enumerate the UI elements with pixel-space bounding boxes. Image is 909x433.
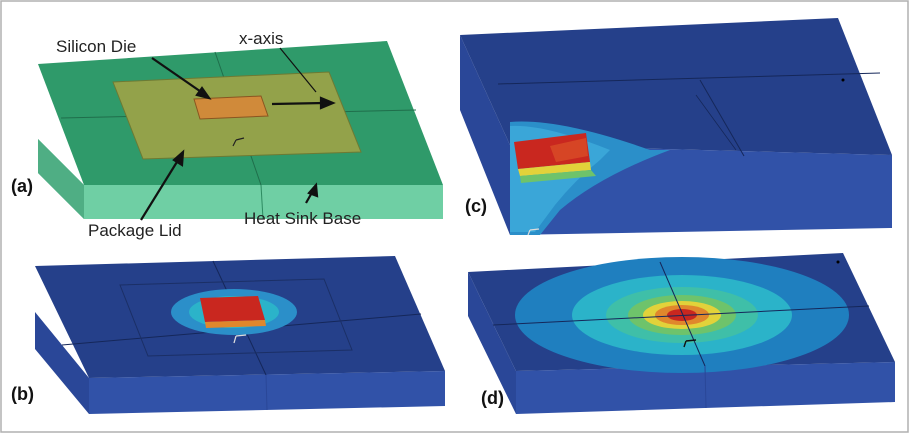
label-x-axis: x-axis <box>239 29 283 48</box>
label-package-lid: Package Lid <box>88 221 182 240</box>
die-edge <box>518 162 591 176</box>
axis-triad-icon <box>527 228 540 236</box>
marker-dot <box>836 260 840 264</box>
panel-tag-c: (c) <box>465 196 487 216</box>
arrowhead <box>172 149 185 167</box>
base-left-side <box>460 35 510 235</box>
panel-c: (c) <box>460 18 892 236</box>
silicon-die <box>193 95 269 120</box>
axis-triad-icon <box>233 334 247 344</box>
label-silicon-die: Silicon Die <box>56 37 136 56</box>
annotation-arrows <box>140 47 336 221</box>
axis-triad-icon <box>232 137 245 147</box>
base-left-side <box>35 312 89 414</box>
lid-outline <box>119 278 353 357</box>
die-glow <box>550 138 588 162</box>
grid-line <box>699 79 745 157</box>
grid-line <box>265 374 268 411</box>
base-top <box>460 18 892 155</box>
die-hot <box>200 296 265 322</box>
grid-line <box>659 261 706 367</box>
grid-line <box>492 305 870 326</box>
grid-line <box>695 94 737 151</box>
heat-sink-base-left <box>38 139 84 219</box>
panel-tag-a: (a) <box>11 176 33 196</box>
lid-band <box>520 170 596 183</box>
grid-line <box>704 365 707 409</box>
panel-d: (d) <box>468 253 895 414</box>
arrowhead <box>195 86 212 100</box>
grid-line <box>497 72 881 85</box>
die-edge <box>205 320 266 328</box>
arrowhead <box>307 182 319 198</box>
label-heat-sink-base: Heat Sink Base <box>244 209 361 228</box>
arrow-x-axis <box>271 101 325 106</box>
arrow-package-lid <box>140 156 181 221</box>
axis-triad-icon <box>683 339 697 348</box>
arrow-silicon-die <box>151 57 208 97</box>
marker-dot <box>841 78 845 82</box>
grid-line <box>260 184 264 220</box>
panel-b: (b) <box>11 256 445 414</box>
base-left-side <box>468 272 516 414</box>
arrowhead <box>319 96 336 110</box>
panel-a: Silicon Die x-axis Package Lid Heat Sink… <box>11 29 443 240</box>
arrow-x-axis-leader <box>279 47 317 93</box>
heat-sink-base-front <box>84 185 443 219</box>
panel-tag-d: (d) <box>481 388 504 408</box>
panel-tag-b: (b) <box>11 384 34 404</box>
